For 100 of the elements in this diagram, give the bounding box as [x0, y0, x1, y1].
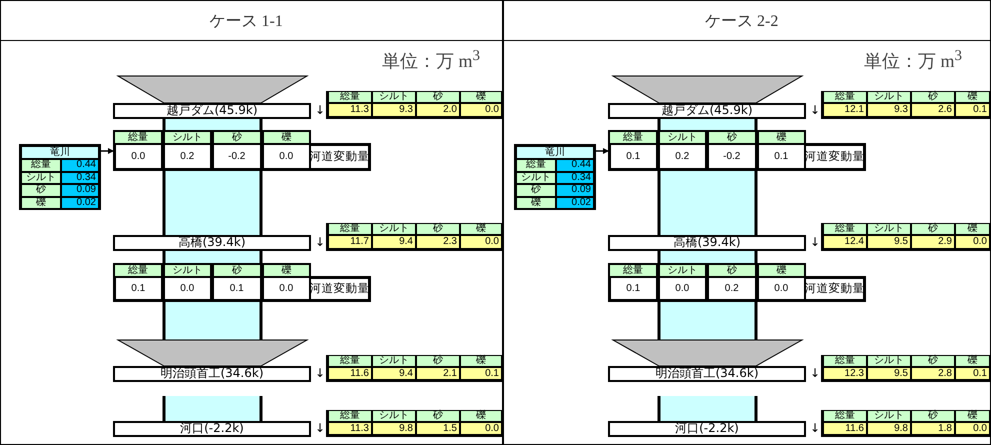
table-cell: 0.34	[556, 172, 594, 184]
table-cell: 0.2	[162, 143, 212, 171]
table-cell: 9.3	[372, 103, 416, 117]
table-cell: 0.34	[61, 172, 99, 184]
table-cell: 0.0	[262, 276, 311, 302]
table-cell: 0.0	[460, 103, 502, 117]
flow-arrow-label: ↓	[315, 367, 326, 379]
table-cell: 0.0	[262, 143, 311, 171]
table-cell: 0.0	[460, 235, 502, 249]
flow-arrow-label: ↓	[810, 422, 820, 434]
station-bar: 越戸ダム(45.9k)	[608, 103, 806, 119]
table-cell: 0.1	[608, 276, 658, 302]
unit-label: 単位：万 m$^{3}$	[864, 48, 962, 73]
table-cell: 12.4	[823, 235, 867, 249]
table-cell: シルト	[516, 172, 556, 184]
table-cell: 0.02	[61, 196, 99, 209]
panel-heading: ケース 2-2	[705, 12, 778, 32]
table-cell: 砂	[212, 263, 262, 276]
table-cell: 砂	[707, 263, 756, 276]
flow-arrow-label: ↓	[810, 367, 820, 379]
table-cell: 砂	[416, 355, 460, 367]
sediment-table	[821, 223, 990, 251]
table-cell: 2.8	[911, 367, 955, 380]
table-cell: 0.0	[955, 235, 990, 249]
table-cell: 砂	[416, 410, 460, 422]
table-cell: 11.6	[823, 422, 867, 435]
flow-arrow-label: ↓	[315, 422, 326, 434]
table-cell: 総量	[608, 130, 658, 143]
table-cell: 0.0	[162, 276, 212, 302]
table-cell: 11.3	[328, 422, 372, 435]
table-cell: 0.0	[756, 276, 806, 302]
arrow	[101, 148, 114, 154]
table-cell: -0.2	[212, 143, 262, 171]
table-cell: 0.1	[212, 276, 262, 302]
station-bar: 高橋(39.4k)	[113, 235, 311, 251]
table-cell: 9.4	[372, 235, 416, 249]
flow-arrow-label: ↓	[315, 104, 326, 116]
table-cell: 1.5	[416, 422, 460, 435]
flow-arrow-label: ↓	[810, 236, 820, 248]
table-cell: 0.44	[556, 159, 594, 172]
table-cell: シルト	[372, 223, 416, 235]
table-cell: 2.6	[911, 103, 955, 117]
table-cell: 砂	[911, 410, 955, 422]
station-bar: 河口(-2.2k)	[113, 421, 311, 437]
table-cell: 砂	[516, 184, 556, 196]
table-cell: 2.3	[416, 235, 460, 249]
table-cell: 9.4	[372, 367, 416, 380]
sediment-table	[821, 91, 990, 119]
table-cell: 0.09	[556, 184, 594, 196]
table-cell: 総量	[113, 130, 162, 143]
table-cell: 2.0	[416, 103, 460, 117]
sediment-table	[326, 410, 502, 437]
table-cell: 砂	[416, 91, 460, 103]
table-cell: シルト	[867, 410, 911, 422]
table-cell: シルト	[867, 355, 911, 367]
table-cell: 竜川	[516, 146, 594, 159]
table-cell: 11.6	[328, 367, 372, 380]
table-cell: 礫	[262, 130, 311, 143]
table-cell: 11.3	[328, 103, 372, 117]
table-cell: シルト	[658, 263, 707, 276]
table-cell: 9.5	[867, 235, 911, 249]
flow-arrow-label: ↓	[810, 104, 820, 116]
tributary-table	[19, 144, 101, 210]
table-cell: 砂	[707, 130, 756, 143]
unit-label: 単位：万 m$^{3}$	[382, 48, 480, 73]
table-cell: 0.0	[113, 143, 162, 171]
table-cell: 1.8	[911, 422, 955, 435]
sediment-table	[326, 355, 502, 382]
table-cell: シルト	[372, 91, 416, 103]
panel	[0, 0, 503, 445]
table-cell: 11.7	[328, 235, 372, 249]
tributary-table	[514, 144, 596, 210]
table-cell: 砂	[911, 91, 955, 103]
table-cell: 12.1	[823, 103, 867, 117]
table-cell: 砂	[911, 355, 955, 367]
table-cell: 0.1	[113, 276, 162, 302]
table-cell: 0.2	[707, 276, 756, 302]
table-cell: 0.1	[756, 143, 806, 171]
table-cell: 礫	[262, 263, 311, 276]
panel-heading: ケース 1-1	[210, 12, 283, 32]
table-cell: 砂	[416, 223, 460, 235]
table-cell: 12.3	[823, 367, 867, 380]
change-table	[113, 263, 311, 302]
station-bar: 越戸ダム(45.9k)	[113, 103, 311, 119]
table-cell: 0.0	[955, 422, 990, 435]
table-cell: 砂	[21, 184, 61, 196]
change-table	[608, 263, 806, 302]
table-cell: 竜川	[21, 146, 99, 159]
arrow	[596, 148, 609, 154]
table-cell: 0.1	[460, 367, 502, 380]
change-table	[608, 130, 806, 171]
table-cell: 0.1	[955, 103, 990, 117]
table-cell: 0.2	[658, 143, 707, 171]
table-cell: 0.0	[460, 422, 502, 435]
table-cell: 総量	[608, 263, 658, 276]
sediment-table	[326, 91, 502, 119]
table-cell: 0.0	[658, 276, 707, 302]
table-cell: 砂	[911, 223, 955, 235]
table-cell: シルト	[162, 263, 212, 276]
table-cell: シルト	[372, 355, 416, 367]
